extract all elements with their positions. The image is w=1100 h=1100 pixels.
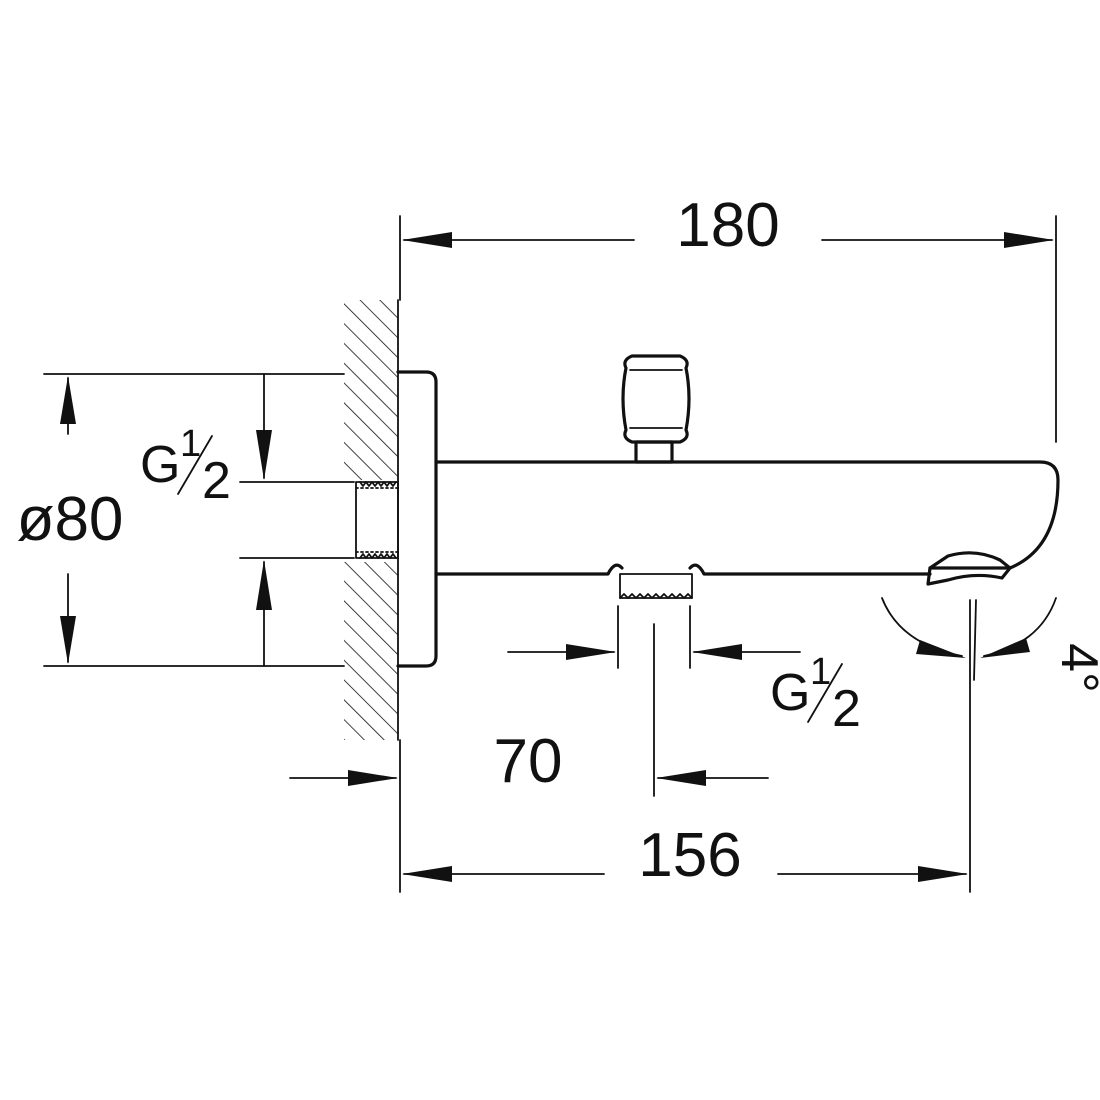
- thread-fraction-bottom: 2: [832, 680, 861, 738]
- dimension-label-70: 70: [494, 727, 563, 796]
- angle-label: 4°: [1050, 643, 1100, 693]
- outlet-thread-dimension: [507, 605, 801, 669]
- outlet-thread-label: G 1 2: [770, 651, 861, 738]
- bottom-outlet-thread: [619, 573, 693, 599]
- arrowhead: [918, 866, 968, 882]
- dimension-70: [289, 623, 769, 797]
- arrowhead: [60, 616, 76, 664]
- thread-fraction-bottom: 2: [202, 452, 231, 510]
- arrowhead: [402, 232, 452, 248]
- thread-prefix: G: [770, 664, 810, 722]
- wall-inlet-thread: [355, 481, 399, 559]
- fraction-slash: [177, 435, 213, 495]
- dimension-label-80: ø80: [17, 485, 124, 554]
- arrowhead: [916, 640, 966, 658]
- arrowhead: [348, 770, 398, 786]
- arrowhead: [402, 866, 452, 882]
- spout-outlet: [926, 551, 1012, 586]
- arrowhead: [60, 376, 76, 424]
- spout-body: [434, 460, 1060, 576]
- arrowhead: [656, 770, 706, 786]
- fraction-slash: [807, 663, 843, 723]
- angle-dimension: [881, 597, 1057, 681]
- dimension-label-180: 180: [676, 191, 779, 260]
- arrowhead: [256, 560, 272, 610]
- thread-prefix: G: [140, 436, 180, 494]
- dimension-156: [399, 599, 971, 893]
- diverter-knob: [621, 354, 691, 464]
- dimension-180: [399, 215, 1057, 443]
- wall-thread-label: G 1 2: [140, 423, 231, 510]
- wall-hatching: [344, 299, 399, 741]
- dimension-label-156: 156: [638, 821, 741, 890]
- thread-fraction-top: 1: [810, 651, 831, 693]
- arrowhead: [566, 644, 616, 660]
- thread-fraction-top: 1: [180, 423, 201, 465]
- arrowhead: [692, 644, 742, 660]
- arrowhead: [256, 430, 272, 480]
- rosette-plate: [396, 370, 438, 668]
- dimension-80: [43, 373, 345, 667]
- arrowhead: [980, 638, 1030, 658]
- wall-thread-dimension: [239, 373, 355, 667]
- arrowhead: [1004, 232, 1054, 248]
